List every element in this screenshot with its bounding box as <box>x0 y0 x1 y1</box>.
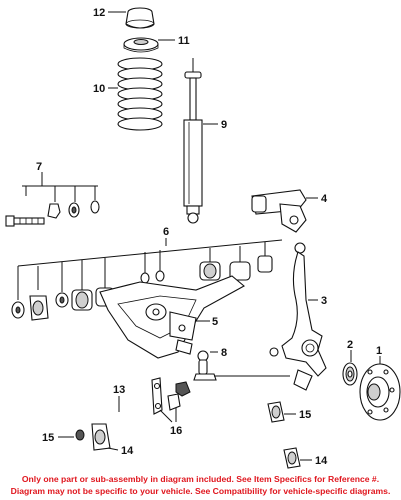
part-15-right-bushing <box>267 401 285 423</box>
disclaimer-footer: Only one part or sub-assembly in diagram… <box>0 470 401 500</box>
part-5-bracket <box>169 311 197 355</box>
callout-6: 6 <box>163 226 169 238</box>
callout-10: 10 <box>93 83 105 95</box>
callout-2: 2 <box>347 339 353 351</box>
part-11-spring-insulator <box>123 37 159 53</box>
part-1-hub <box>359 363 401 421</box>
callout-15-right: 15 <box>299 409 311 421</box>
callout-15-left: 15 <box>42 432 54 444</box>
callout-9: 9 <box>221 119 227 131</box>
disclaimer-line-1: Only one part or sub-assembly in diagram… <box>21 474 380 484</box>
part-12-spring-mount <box>125 7 155 29</box>
part-14-right-clamp <box>283 447 301 469</box>
part-2-bearing <box>342 362 358 386</box>
disclaimer-line-2: Diagram may not be specific to your vehi… <box>10 486 391 496</box>
callout-8: 8 <box>221 347 227 359</box>
part-9-shock-absorber <box>183 58 203 224</box>
part-16-link <box>151 377 191 415</box>
callout-5: 5 <box>212 316 218 328</box>
callout-14-left: 14 <box>121 445 134 457</box>
stabilizer-bar <box>44 328 304 457</box>
callout-12: 12 <box>93 7 105 19</box>
part-3-knuckle <box>269 242 327 391</box>
callout-7: 7 <box>36 161 42 173</box>
part-10-coil-spring <box>117 57 163 131</box>
part-7-bolt-kit <box>5 185 100 227</box>
callout-13: 13 <box>113 384 125 396</box>
callout-3: 3 <box>321 295 327 307</box>
callout-1: 1 <box>376 345 382 357</box>
part-4-upper-arm <box>251 189 307 233</box>
callout-11: 11 <box>178 35 190 47</box>
callout-4: 4 <box>321 193 328 205</box>
part-8-tie-rod-end <box>193 350 290 381</box>
callout-14-right: 14 <box>315 455 328 467</box>
part-6-bushings <box>11 255 273 321</box>
callout-16: 16 <box>170 425 182 437</box>
